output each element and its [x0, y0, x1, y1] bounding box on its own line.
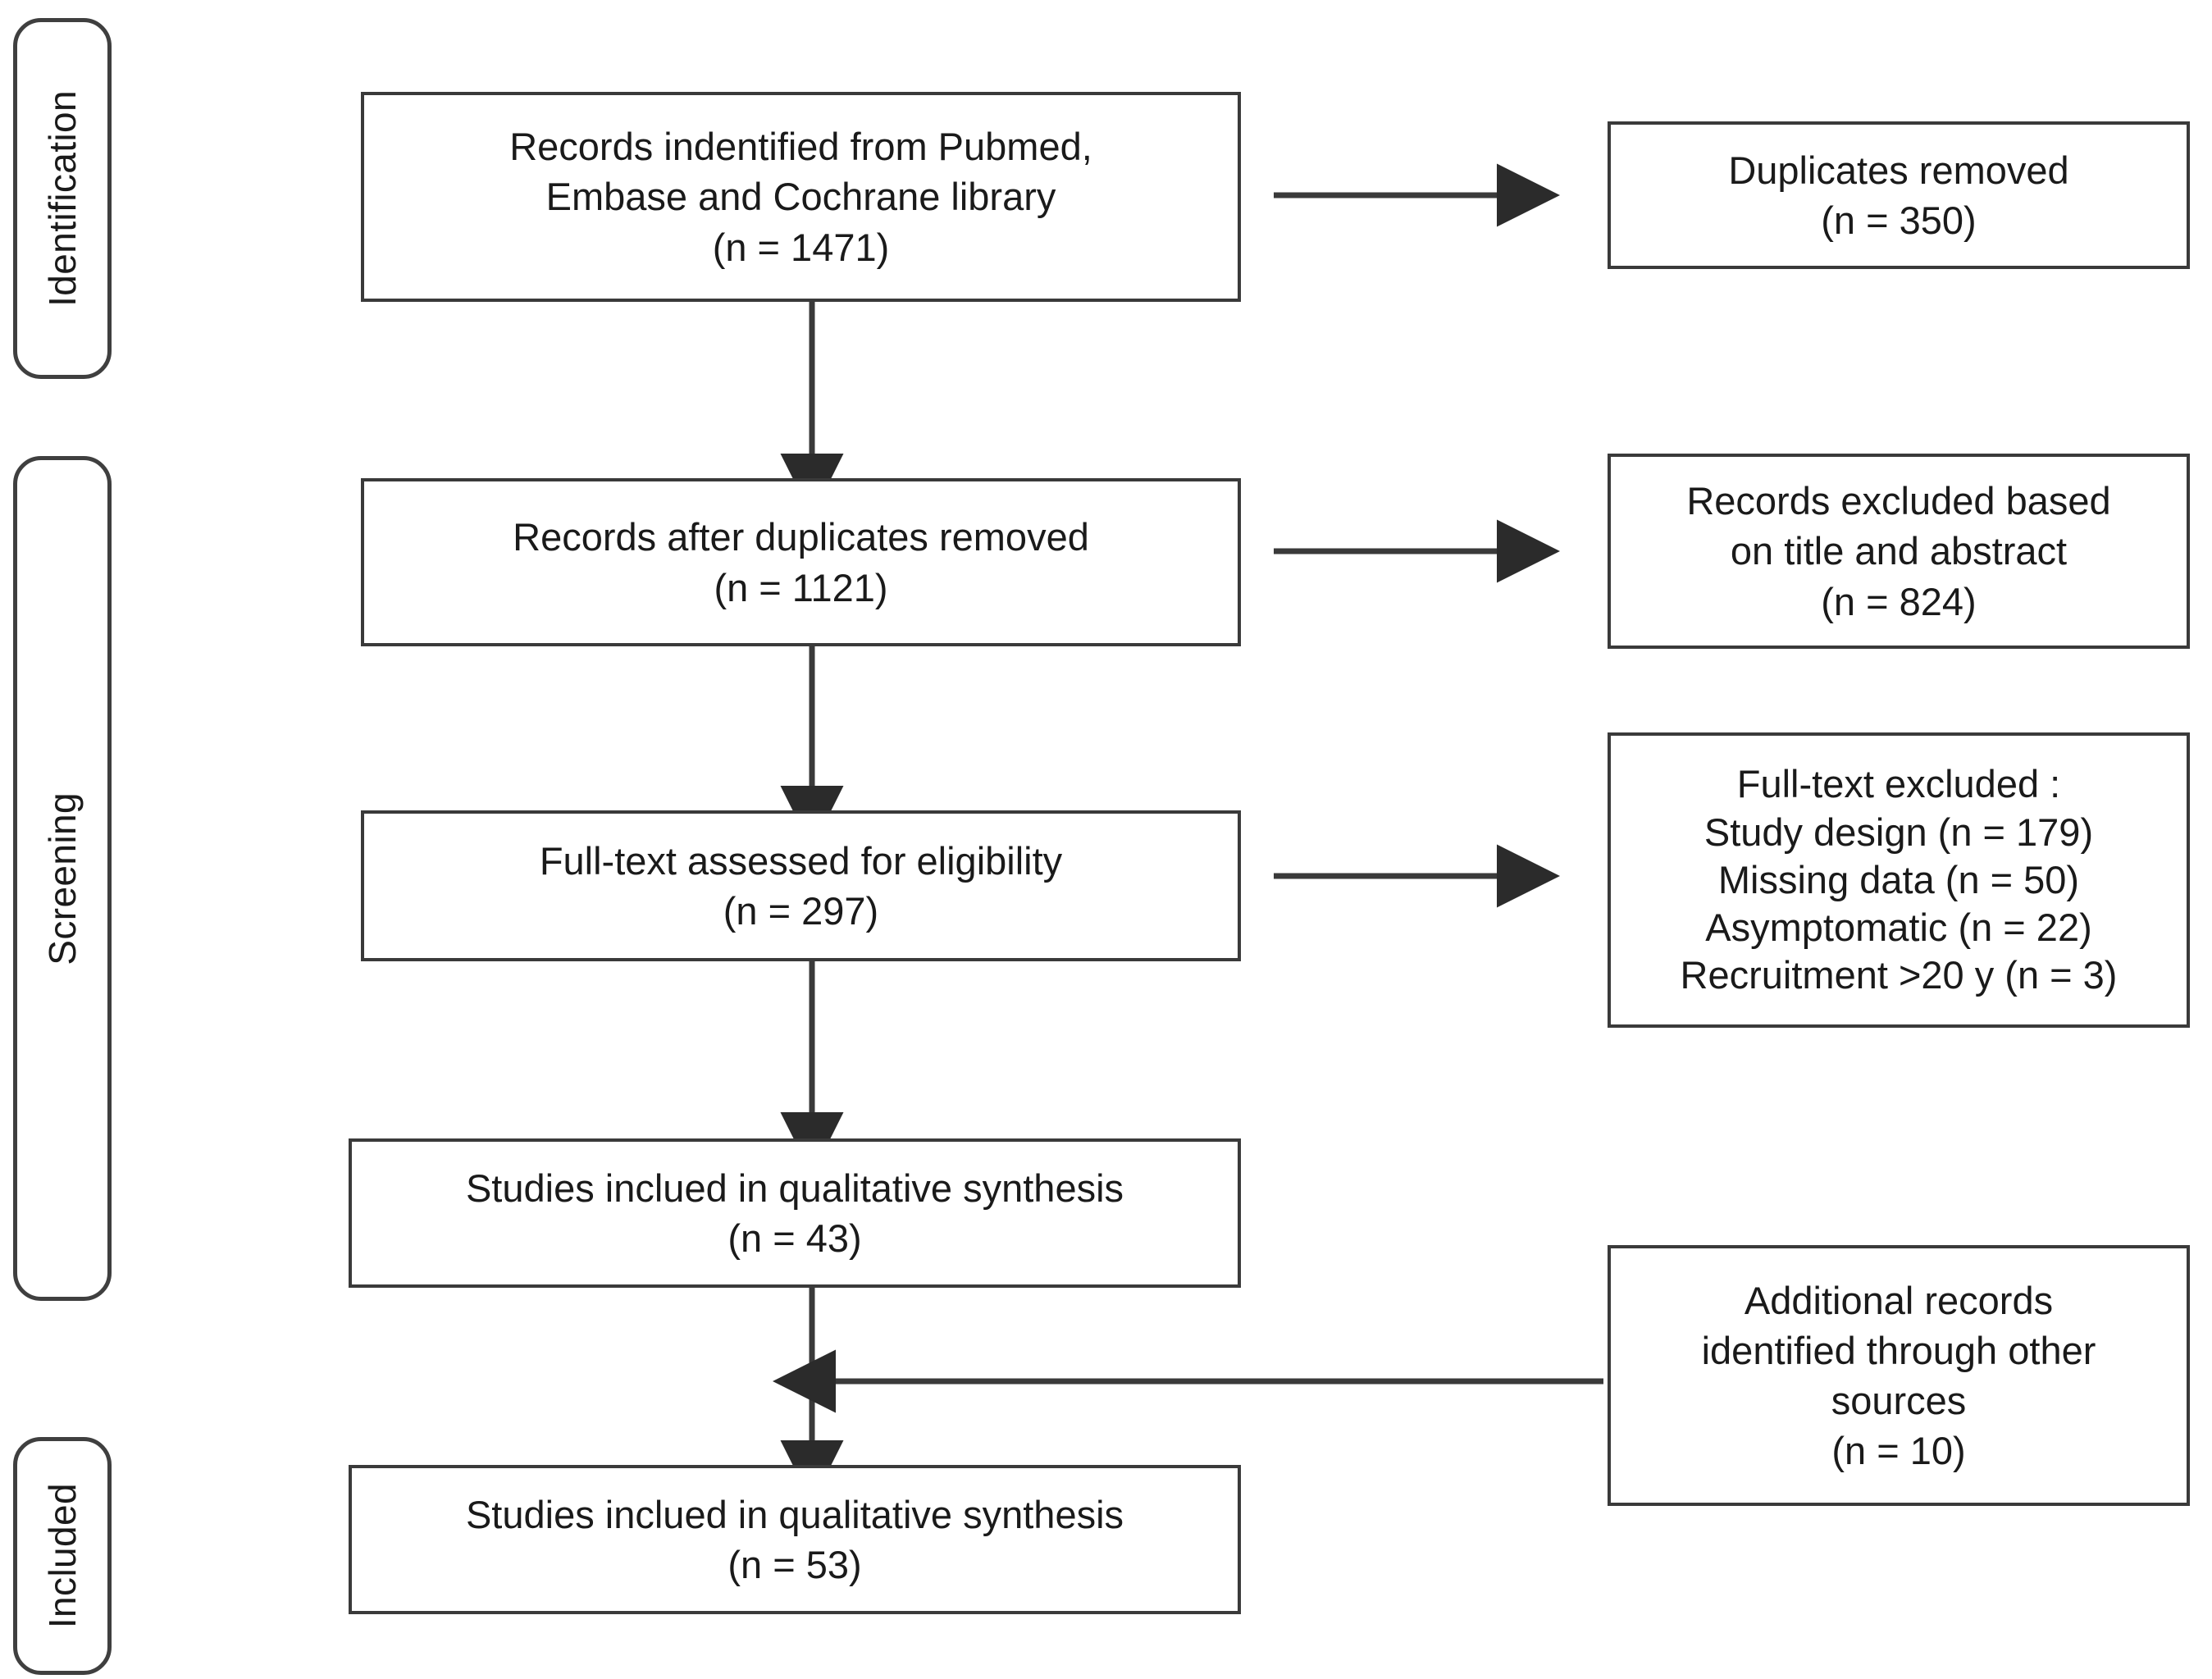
box-records-identified: Records indentified from Pubmed, Embase … [361, 92, 1241, 302]
box-qualitative-synthesis-53-text: Studies inclued in qualitative synthesis… [465, 1492, 1124, 1586]
phase-rail-screening: Screening [13, 456, 112, 1301]
box-records-excluded-title-abstract: Records excluded based on title and abst… [1608, 454, 2190, 649]
phase-rail-included: Included [13, 1437, 112, 1675]
box-qualitative-synthesis-43: Studies inclued in qualitative synthesis… [349, 1138, 1241, 1288]
box-records-excluded-title-abstract-text: Records excluded based on title and abst… [1686, 479, 2111, 623]
box-records-after-duplicates: Records after duplicates removed (n = 11… [361, 478, 1241, 646]
phase-label-screening: Screening [41, 792, 84, 965]
box-full-text-assessed: Full-text assessed for eligibility (n = … [361, 810, 1241, 961]
box-records-identified-text: Records indentified from Pubmed, Embase … [509, 125, 1092, 269]
box-full-text-assessed-text: Full-text assessed for eligibility (n = … [539, 838, 1063, 933]
box-qualitative-synthesis-53: Studies inclued in qualitative synthesis… [349, 1465, 1241, 1614]
box-additional-records-text: Additional records identified through ot… [1701, 1278, 2096, 1473]
box-qualitative-synthesis-43-text: Studies inclued in qualitative synthesis… [465, 1166, 1124, 1260]
phase-label-identification: Identification [41, 90, 84, 307]
phase-label-included: Included [41, 1483, 84, 1629]
box-full-text-excluded: Full-text excluded : Study design (n = 1… [1608, 732, 2190, 1028]
box-full-text-excluded-text: Full-text excluded : Study design (n = 1… [1680, 762, 2118, 997]
box-duplicates-removed-text: Duplicates removed (n = 350) [1728, 148, 2069, 242]
box-additional-records: Additional records identified through ot… [1608, 1245, 2190, 1506]
box-records-after-duplicates-text: Records after duplicates removed (n = 11… [513, 515, 1089, 609]
phase-rail-identification: Identification [13, 18, 112, 379]
box-duplicates-removed: Duplicates removed (n = 350) [1608, 121, 2190, 269]
